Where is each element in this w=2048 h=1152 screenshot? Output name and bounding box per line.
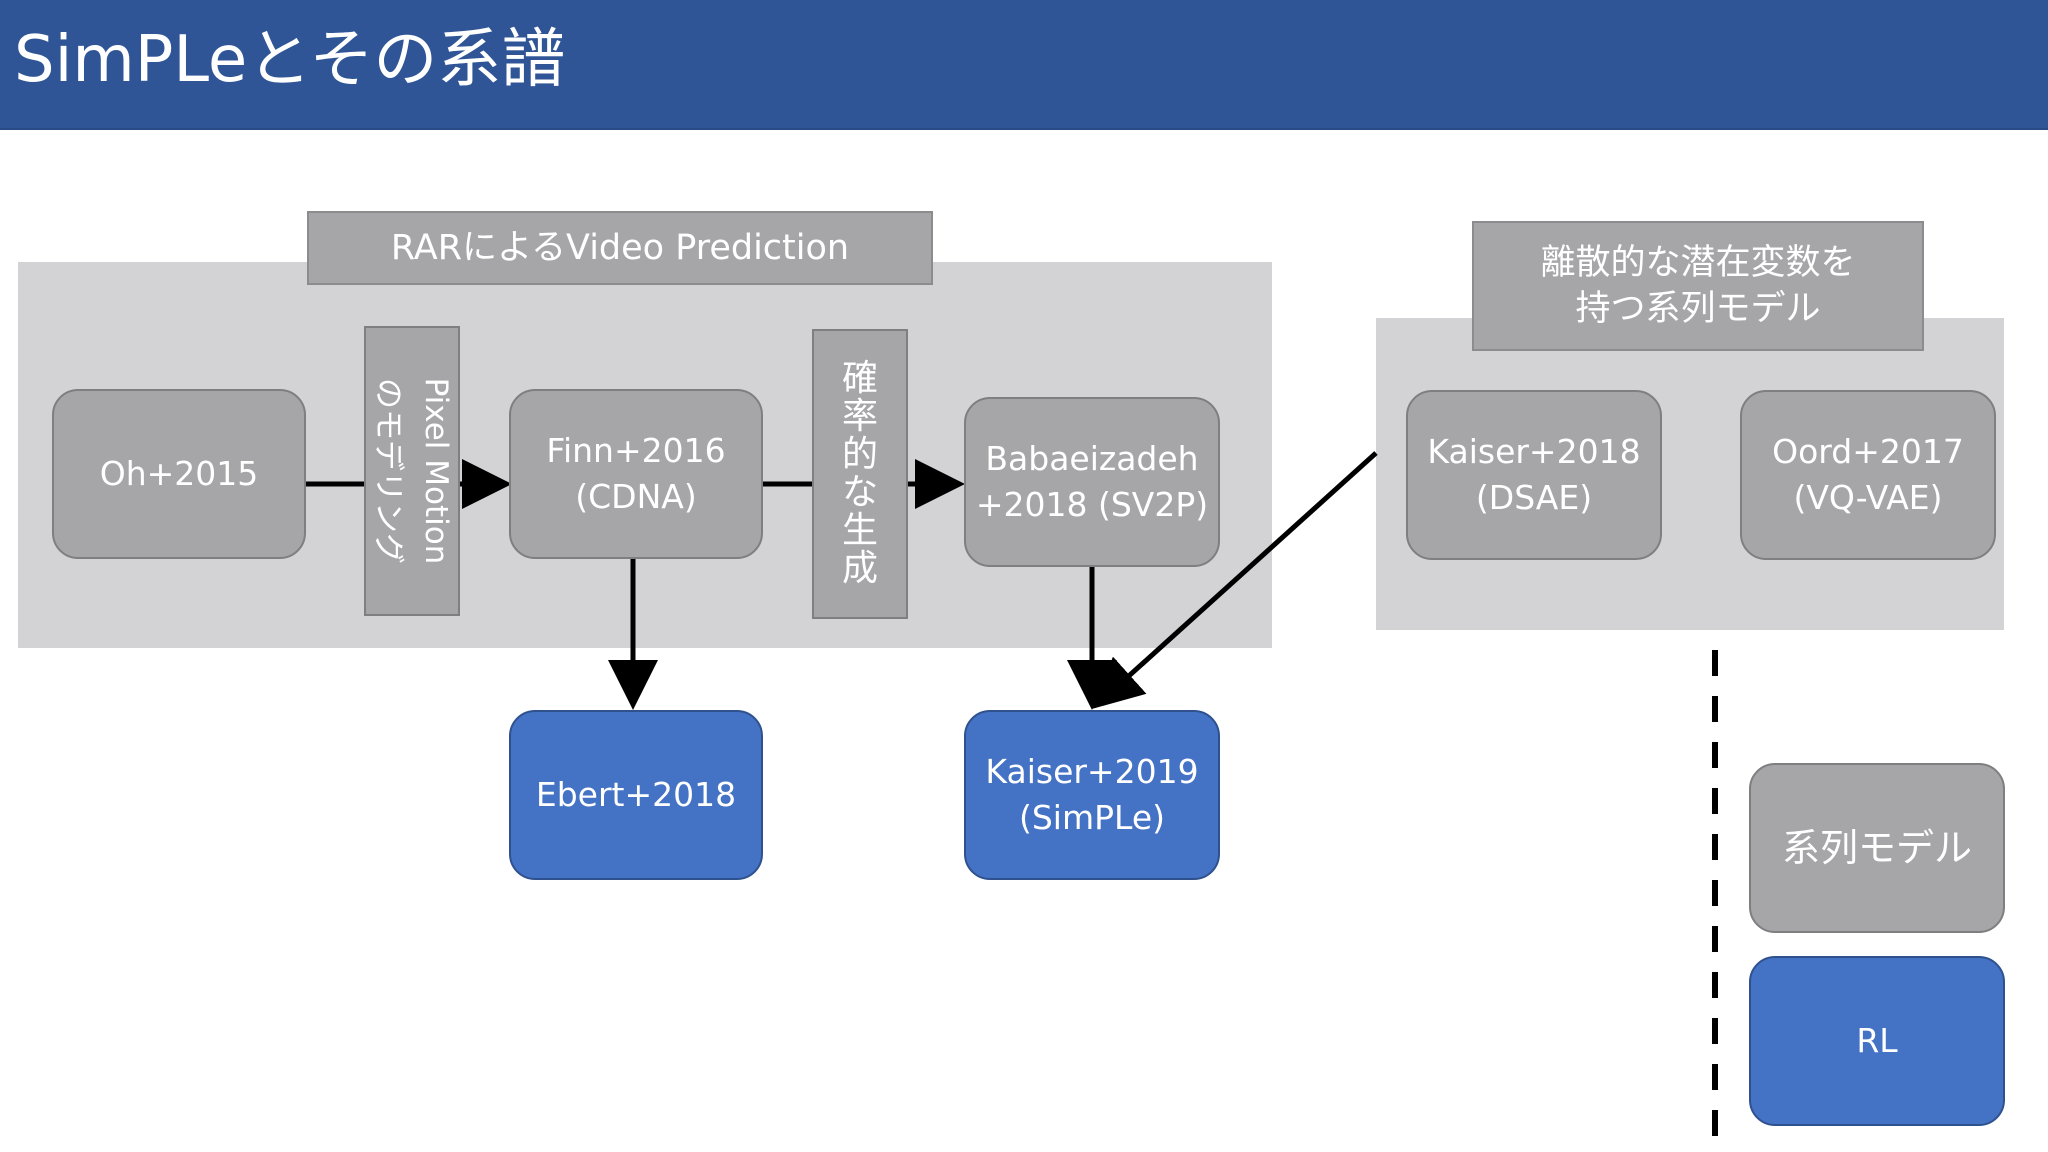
node-kaiser2019: Kaiser+2019 (SimPLe) <box>964 710 1220 880</box>
node-oord2017-line-2: (VQ-VAE) <box>1793 478 1943 517</box>
node-oord2017: Oord+2017 (VQ-VAE) <box>1740 390 1996 560</box>
legend-rl-label: RL <box>1856 1021 1898 1060</box>
pixel-motion-label-line-2: のモデリング <box>370 378 406 564</box>
legend-rl: RL <box>1749 956 2005 1126</box>
stochastic-char-1: 確 <box>841 358 878 399</box>
node-oord2017-line-1: Oord+2017 <box>1772 432 1964 471</box>
node-kaiser2019-line-2: (SimPLe) <box>1018 798 1166 837</box>
title-bar: SimPLeとその系譜 <box>0 0 2048 130</box>
pixel-motion-label-text: Pixel Motion のモデリング <box>364 378 460 565</box>
rar-group-label-text: RARによるVideo Prediction <box>390 228 850 268</box>
stochastic-char-4: な <box>841 472 878 513</box>
node-finn2016: Finn+2016 (CDNA) <box>509 389 763 559</box>
pixel-motion-label: Pixel Motion のモデリング <box>364 326 460 616</box>
stochastic-char-3: 的 <box>841 434 878 475</box>
node-ebert2018: Ebert+2018 <box>509 710 763 880</box>
stochastic-char-5: 生 <box>841 510 878 551</box>
node-ebert2018-line-1: Ebert+2018 <box>535 775 737 814</box>
legend-series-model: 系列モデル <box>1749 763 2005 933</box>
stochastic-char-6: 成 <box>841 548 878 589</box>
node-oh2015-line-1: Oh+2015 <box>99 454 259 493</box>
node-finn2016-line-2: (CDNA) <box>575 477 697 516</box>
slide-title: SimPLeとその系譜 <box>14 23 566 97</box>
node-kaiser2019-line-1: Kaiser+2019 <box>985 752 1199 791</box>
node-oh2015: Oh+2015 <box>52 389 306 559</box>
stochastic-char-2: 率 <box>841 396 878 437</box>
node-babaeizadeh2018-line-2: +2018 (SV2P) <box>975 485 1209 524</box>
rar-group-label: RARによるVideo Prediction <box>307 211 933 285</box>
node-kaiser2018: Kaiser+2018 (DSAE) <box>1406 390 1662 560</box>
pixel-motion-label-line-1: Pixel Motion <box>418 377 454 565</box>
discrete-group-label-line-1: 離散的な潜在変数を <box>1540 243 1856 283</box>
node-kaiser2018-line-2: (DSAE) <box>1475 478 1593 517</box>
node-kaiser2018-line-1: Kaiser+2018 <box>1427 432 1641 471</box>
node-babaeizadeh2018-line-1: Babaeizadeh <box>985 439 1199 478</box>
legend-series-model-label: 系列モデル <box>1781 826 1972 870</box>
stochastic-generation-label: 確 率 的 な 生 成 <box>812 329 908 619</box>
node-finn2016-line-1: Finn+2016 <box>546 431 726 470</box>
node-babaeizadeh2018: Babaeizadeh +2018 (SV2P) <box>964 397 1220 567</box>
discrete-group-label-line-2: 持つ系列モデル <box>1575 289 1821 329</box>
edge-discrete-to-kaiser2019 <box>1092 451 1378 709</box>
discrete-group-label: 離散的な潜在変数を 持つ系列モデル <box>1472 221 1924 351</box>
